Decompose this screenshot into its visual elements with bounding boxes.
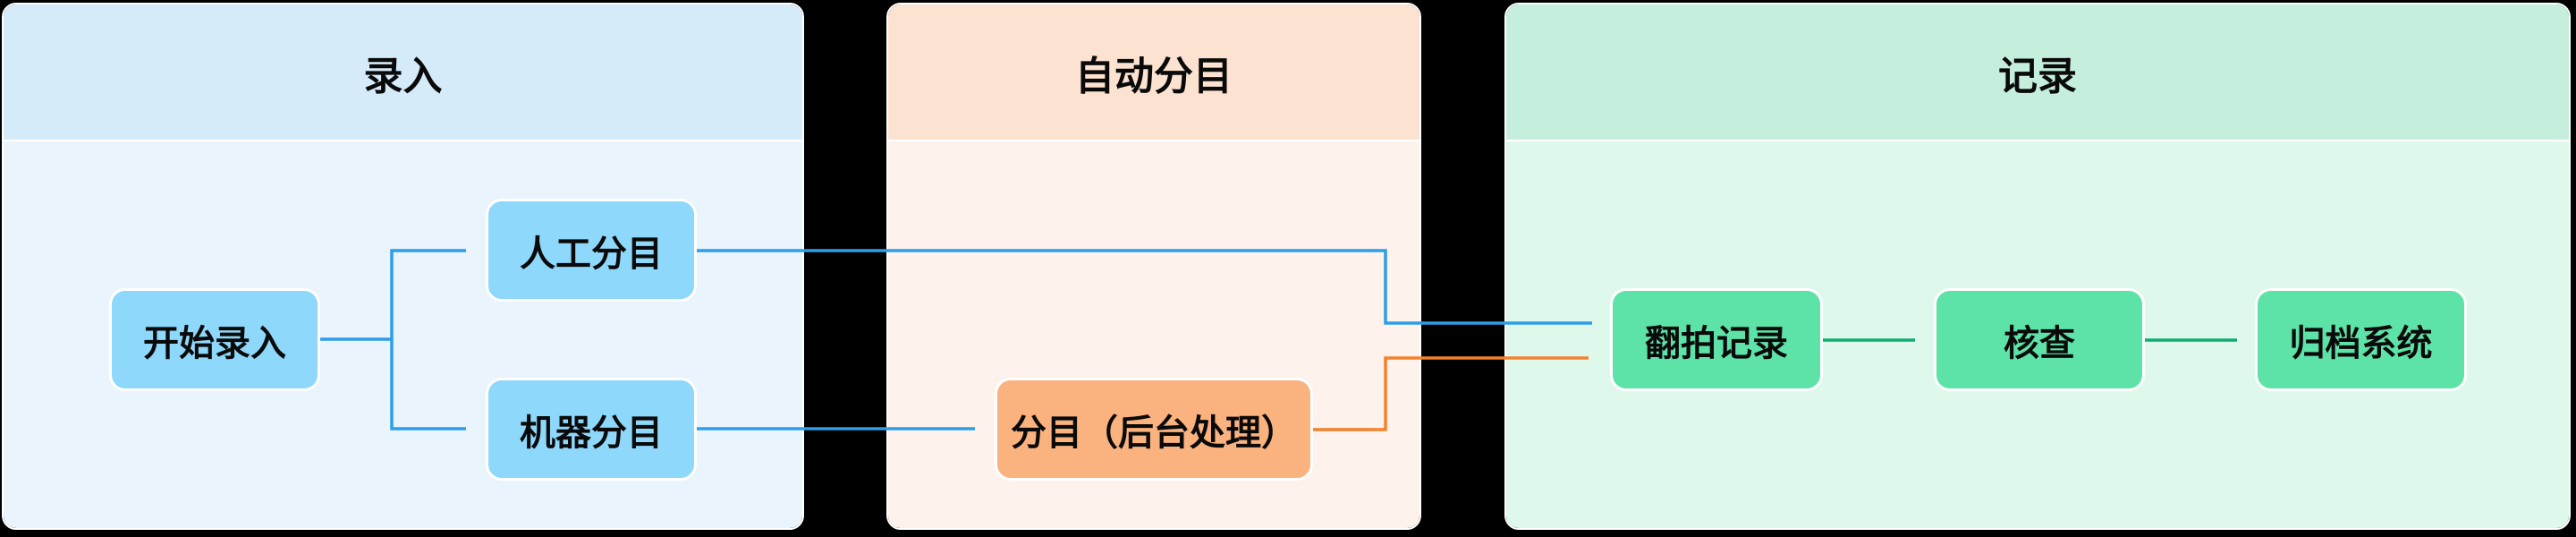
node-sort-backend: 分目（后台处理）	[995, 378, 1313, 481]
node-check: 核查	[1934, 288, 2145, 391]
lane-auto-sort-title: 自动分目	[1075, 53, 1233, 99]
edge-start-to-machine	[390, 339, 466, 430]
node-manual-sort: 人工分目	[486, 199, 697, 302]
node-manual-sort-label: 人工分目	[520, 233, 663, 275]
node-start-entry: 开始录入	[109, 288, 320, 391]
node-sort-backend-label: 分目（后台处理）	[1011, 412, 1297, 454]
node-archive-system-label: 归档系统	[2289, 322, 2433, 364]
edge-manual-to-reshoot	[697, 249, 1592, 325]
node-check-label: 核查	[2004, 322, 2075, 364]
lane-auto-sort-header: 自动分目	[888, 4, 1419, 141]
lane-record-header: 记录	[1506, 4, 2569, 141]
lane-entry-header: 录入	[4, 4, 802, 141]
node-machine-sort-label: 机器分目	[520, 412, 663, 454]
node-machine-sort: 机器分目	[486, 378, 697, 481]
edge-sort-to-reshoot	[1313, 356, 1589, 431]
node-reshoot-record-label: 翻拍记录	[1645, 322, 1788, 364]
node-reshoot-record: 翻拍记录	[1610, 288, 1823, 391]
edge-start-to-manual	[390, 249, 466, 339]
node-archive-system: 归档系统	[2255, 288, 2467, 391]
lane-record-title: 记录	[1998, 53, 2077, 99]
node-start-entry-label: 开始录入	[143, 322, 286, 364]
lane-entry-title: 录入	[363, 53, 443, 99]
